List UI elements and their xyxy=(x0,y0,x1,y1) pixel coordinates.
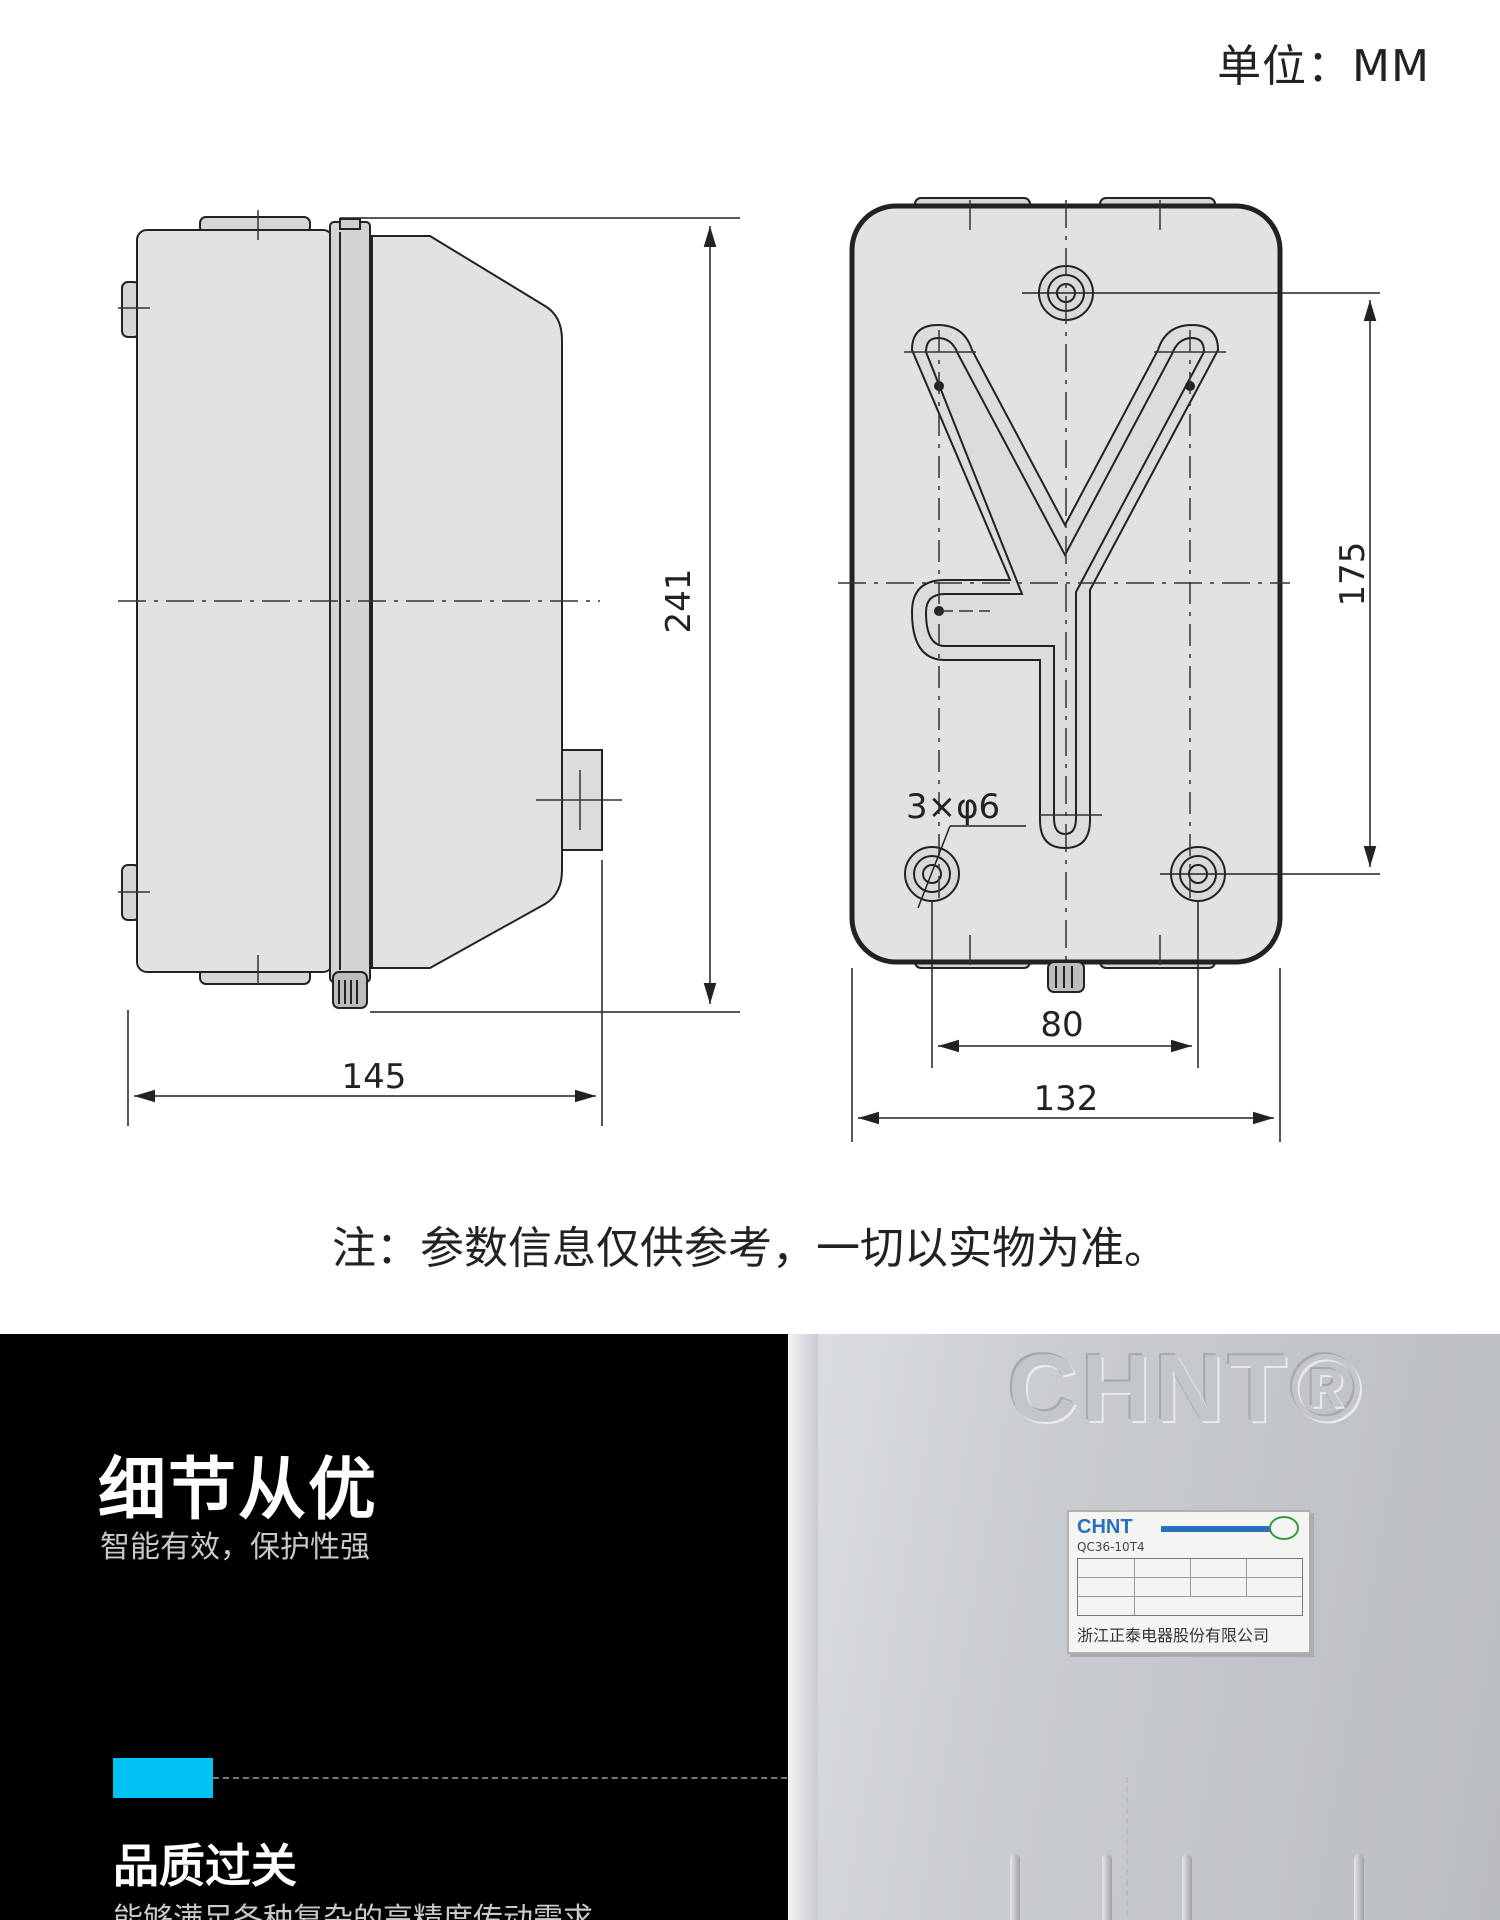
dashed-vertical xyxy=(1126,1777,1128,1920)
dim-145: 145 xyxy=(342,1057,407,1097)
housing-ribs xyxy=(1010,1854,1370,1920)
nameplate-company: 浙江正泰电器股份有限公司 xyxy=(1077,1626,1270,1645)
dim-80: 80 xyxy=(1040,1005,1083,1045)
side-view xyxy=(121,216,603,1009)
quality-subtitle: 能够满足各种复杂的高精度传动需求 xyxy=(113,1902,593,1920)
nameplate-stripe xyxy=(1161,1526,1271,1532)
dimension-section: 单位：MM xyxy=(118,41,1430,1274)
detail-subtitle: 智能有效，保护性强 xyxy=(100,1530,370,1565)
detail-section: 细节从优 智能有效，保护性强 品质过关 能够满足各种复杂的高精度传动需求 CHN… xyxy=(0,1334,1500,1920)
nameplate-model: QC36-10T4 xyxy=(1077,1540,1145,1554)
brand-logo: CHNT® xyxy=(1008,1335,1366,1442)
nameplate-brand: CHNT xyxy=(1077,1516,1133,1538)
unit-label: 单位：MM xyxy=(1217,41,1430,92)
dim-132: 132 xyxy=(1034,1079,1099,1119)
product-edge xyxy=(788,1334,818,1920)
detail-title: 细节从优 xyxy=(98,1451,379,1530)
dashed-divider xyxy=(213,1777,1126,1779)
accent-bar xyxy=(113,1758,213,1798)
technical-drawing: 241 145 xyxy=(118,197,1380,1142)
quality-title: 品质过关 xyxy=(113,1839,297,1893)
nameplate: CHNT QC36-10T4 浙江正泰电器股份有限公司 xyxy=(1067,1510,1311,1654)
note-text: 注：参数信息仅供参考，一切以实物为准。 xyxy=(332,1223,1168,1274)
nameplate-grid xyxy=(1077,1558,1303,1616)
hole-label: 3×φ6 xyxy=(906,787,1000,827)
dim-175: 175 xyxy=(1333,542,1373,607)
dim-241: 241 xyxy=(659,569,699,634)
cert-icon xyxy=(1269,1516,1299,1540)
